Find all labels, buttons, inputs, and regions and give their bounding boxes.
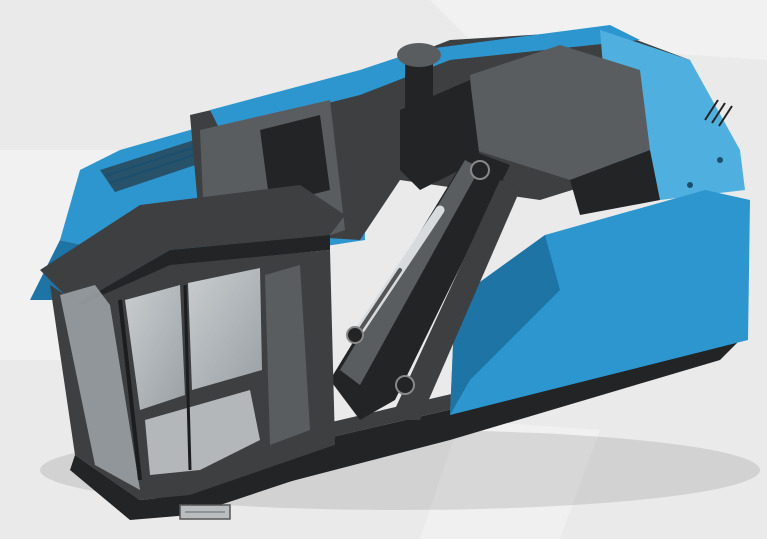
cab-frame-line (118, 299, 142, 481)
right-body-facet (450, 235, 560, 415)
cab-roof-edge (75, 235, 330, 318)
cab-roof (40, 185, 345, 305)
cab-front-window (60, 285, 140, 490)
pivot-pin (346, 326, 364, 344)
pivot-pin (395, 375, 415, 395)
pivot-pin (470, 160, 490, 180)
enclosure-box-side (570, 150, 660, 215)
vent-slot (718, 105, 733, 127)
cab-side-window (188, 268, 262, 390)
right-body-front (450, 190, 750, 415)
vent-slot (711, 102, 726, 124)
cab-side-window (125, 285, 185, 410)
cab-door (265, 265, 310, 445)
cab-frame-line (183, 284, 192, 471)
cab-base (70, 445, 340, 520)
background-panel-bottom (420, 420, 600, 539)
bolt (687, 182, 693, 188)
bolt (717, 157, 723, 163)
enclosure-box (470, 45, 650, 180)
hydraulic-rod (358, 268, 402, 332)
mid-machinery-detail (260, 115, 330, 205)
cab-door-window (145, 390, 260, 475)
boom-arm-rear (390, 180, 520, 420)
vent-slot (704, 99, 719, 121)
exhaust-cap (397, 43, 441, 67)
boom-arm-face (340, 160, 480, 385)
